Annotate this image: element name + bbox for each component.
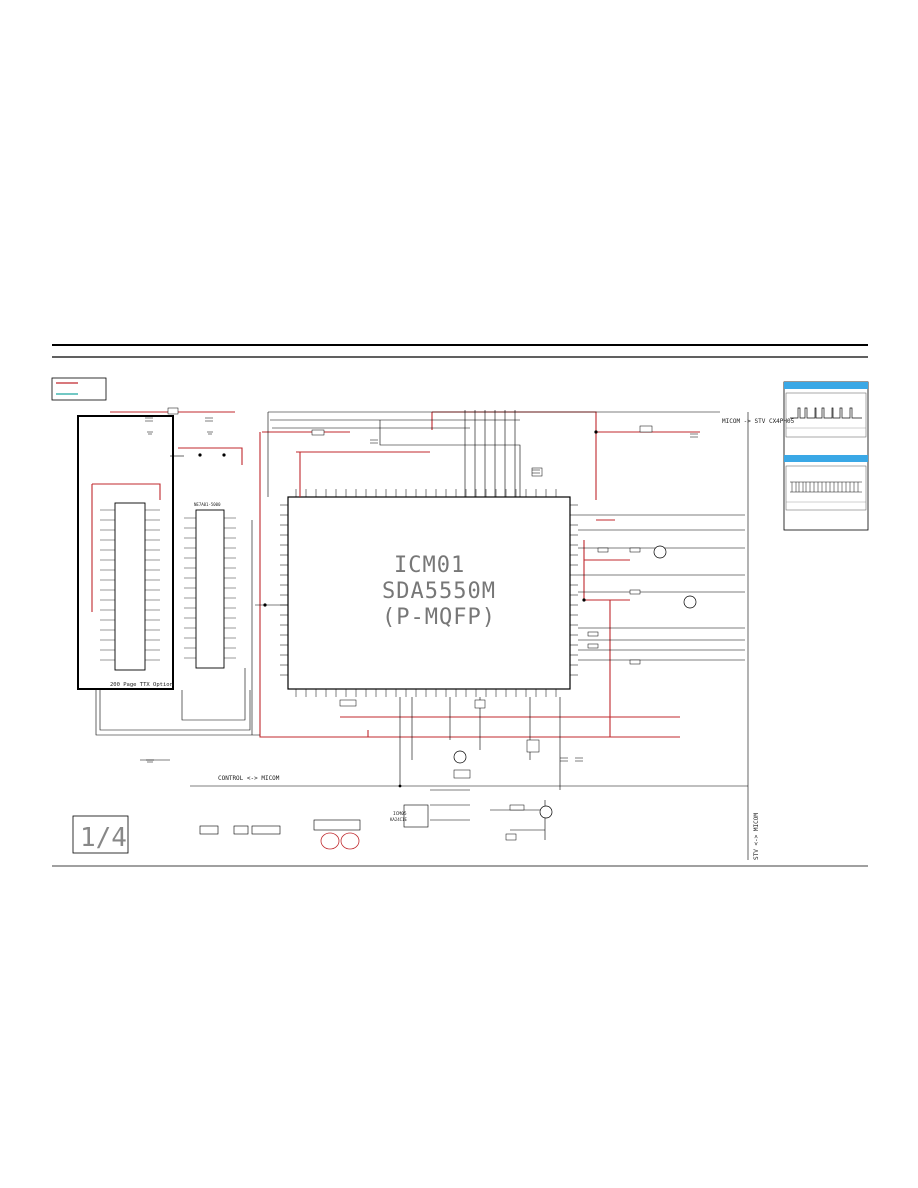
bus-label-control: CONTROL <-> MICOM bbox=[218, 775, 280, 782]
transistor-q4 bbox=[539, 805, 553, 819]
bus-label-top: MICOM -> STV CX4PH05 bbox=[722, 418, 795, 425]
net-dots bbox=[198, 430, 598, 788]
bus-label-vertical: STV <-> MICOM bbox=[753, 813, 760, 860]
small-components bbox=[167, 407, 653, 841]
eeprom-part: NE7A01-5000 bbox=[194, 502, 221, 507]
connectors bbox=[199, 804, 429, 835]
connector-ref: ICM05 bbox=[393, 811, 407, 817]
connector-sub: KA24C1E bbox=[390, 817, 407, 822]
main-ic-part: SDA5550M bbox=[382, 579, 496, 604]
transistor-q1 bbox=[653, 545, 667, 559]
transistor-q3 bbox=[453, 750, 467, 764]
main-ic-pins bbox=[280, 489, 578, 697]
legend bbox=[51, 377, 107, 401]
eeprom-ic: NE7A01-5000 bbox=[184, 502, 236, 669]
waveform-header-2 bbox=[784, 455, 868, 462]
annotation-ellipse-1 bbox=[320, 832, 340, 850]
waveform-panel bbox=[783, 381, 869, 531]
flash-ic bbox=[114, 502, 146, 671]
page-indicator-text: 1/4 bbox=[80, 823, 127, 853]
main-ic: ICM01 SDA5550M (P-MQFP) bbox=[287, 496, 571, 690]
flash-module-label: 200 Page TTX Option bbox=[110, 682, 173, 688]
transistors bbox=[453, 545, 697, 819]
signal-traces bbox=[95, 410, 749, 860]
connector-block bbox=[403, 804, 429, 828]
flash-module-block: 200 Page TTX Option bbox=[77, 415, 174, 690]
page-indicator: 1/4 bbox=[72, 815, 129, 854]
transistor-q2 bbox=[683, 595, 697, 609]
waveform-header-1 bbox=[784, 382, 868, 389]
annotation-ellipse-2 bbox=[340, 832, 360, 850]
main-ic-package: (P-MQFP) bbox=[382, 605, 496, 630]
connector-text: ICM05 KA24C1E bbox=[390, 811, 407, 822]
main-ic-ref: ICM01 bbox=[394, 553, 465, 578]
capacitors bbox=[145, 417, 698, 763]
